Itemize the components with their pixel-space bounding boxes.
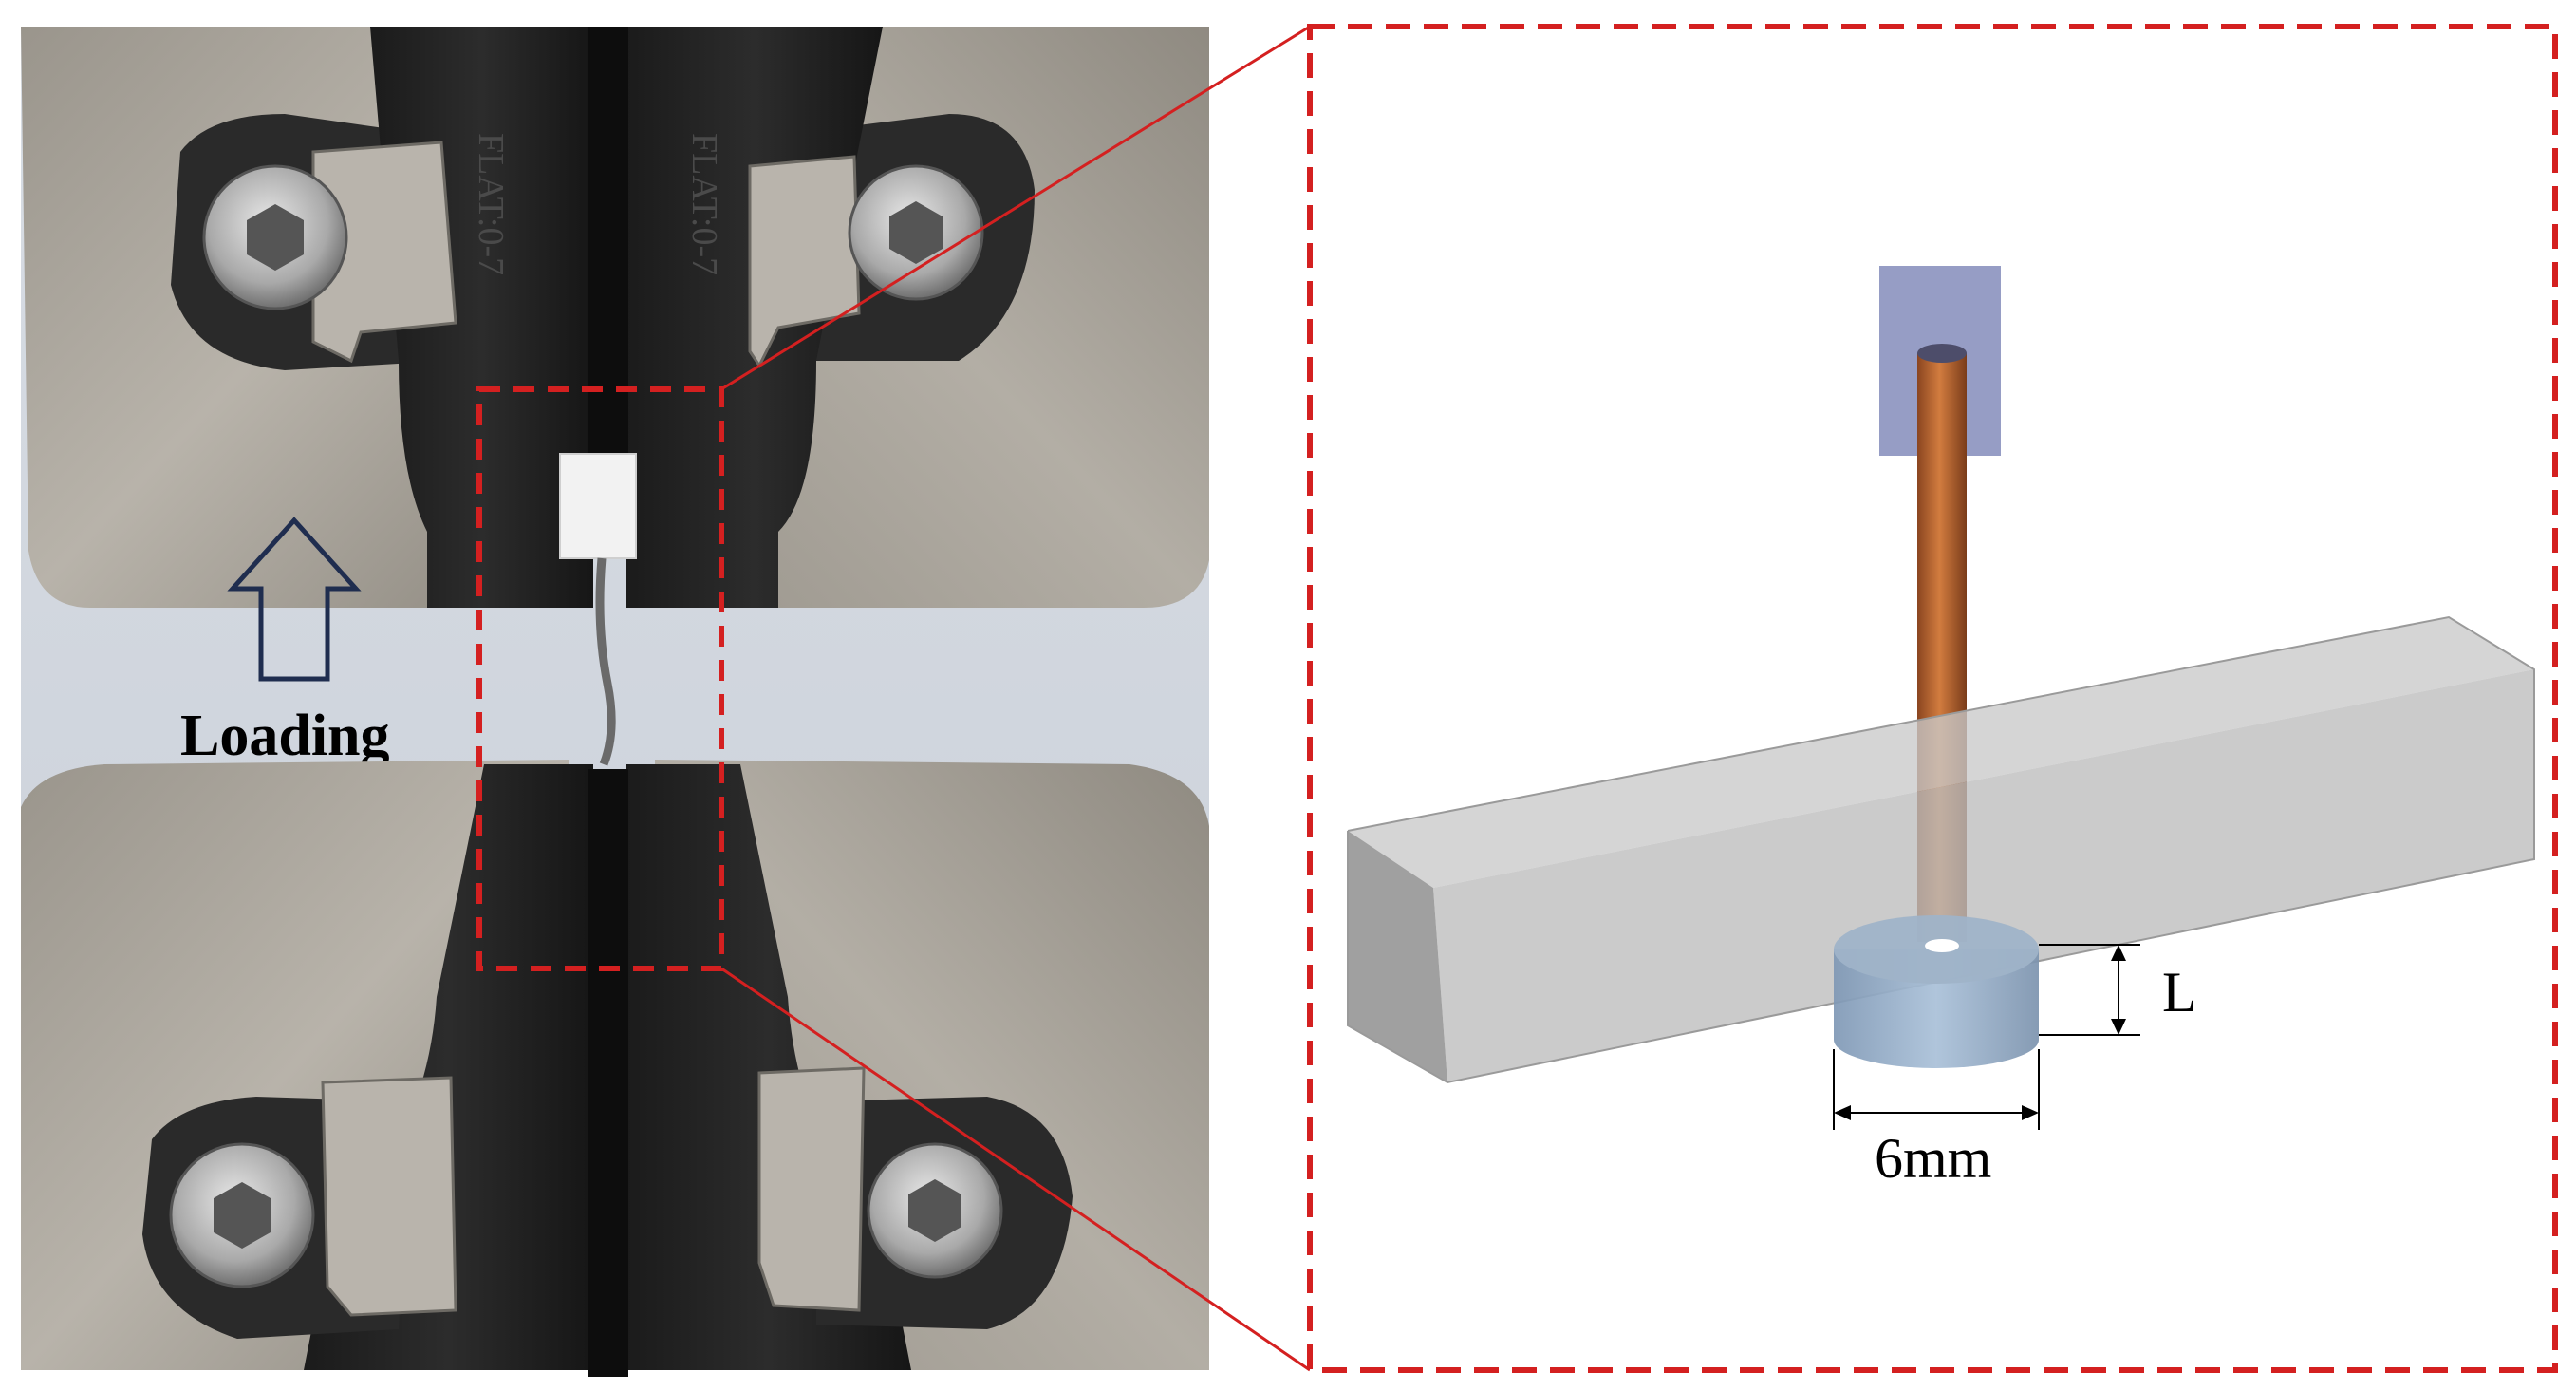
diameter-dimension: 6mm bbox=[1833, 1049, 2040, 1190]
test-photo: FLAT:0-7 FLAT:0-7 Loading bbox=[21, 27, 1209, 1377]
upper-left-bolt-hex bbox=[247, 204, 304, 271]
lower-jaw-slot bbox=[588, 769, 628, 1377]
droplet-fiber-hole bbox=[1925, 939, 1959, 952]
lower-right-clamp-plate bbox=[757, 1066, 866, 1312]
fiber-in-photo bbox=[595, 557, 616, 766]
lower-left-bolt-hex bbox=[214, 1182, 271, 1249]
diameter-label: 6mm bbox=[1875, 1127, 1991, 1190]
grip-marking-left: FLAT:0-7 bbox=[471, 133, 511, 275]
matrix-bar-edges bbox=[1347, 615, 2535, 1084]
diameter-arrow-left-icon bbox=[1834, 1105, 1851, 1120]
length-arrow-down-icon bbox=[2111, 1019, 2126, 1035]
matrix-bar-end-face bbox=[1348, 831, 1447, 1082]
fiber-top-end bbox=[1917, 344, 1967, 363]
upper-right-clamp-plate bbox=[748, 155, 861, 368]
loading-label: Loading bbox=[180, 704, 390, 768]
loading-indicator: Loading bbox=[180, 517, 390, 768]
length-arrow-up-icon bbox=[2111, 945, 2126, 961]
matrix-bar-front-face bbox=[1433, 669, 2534, 1082]
photo-highlight-box bbox=[476, 386, 724, 971]
matrix-bar bbox=[1347, 615, 2535, 1084]
length-label: L bbox=[2162, 961, 2197, 1024]
diameter-arrow-right-icon bbox=[2022, 1105, 2039, 1120]
lower-right-bolt-hex bbox=[908, 1179, 961, 1242]
upper-right-bolt-hex bbox=[889, 201, 943, 264]
length-dimension: L bbox=[2039, 944, 2197, 1036]
resin-droplet bbox=[1834, 915, 2039, 1068]
loading-arrow-icon bbox=[227, 517, 362, 682]
grip-marking-right: FLAT:0-7 bbox=[684, 133, 724, 275]
schematic-panel: L 6mm bbox=[1307, 24, 2558, 1373]
droplet-side bbox=[1834, 949, 2039, 1068]
lower-grip bbox=[21, 760, 1209, 1377]
connector-line-top bbox=[720, 25, 1311, 391]
connector-line-bottom bbox=[720, 967, 1311, 1372]
upper-left-clamp-plate bbox=[311, 141, 457, 364]
upper-grip: FLAT:0-7 FLAT:0-7 bbox=[21, 27, 1209, 608]
matrix-bar-top-face bbox=[1348, 617, 2534, 888]
specimen-tab bbox=[559, 453, 637, 559]
lower-left-clamp-plate bbox=[321, 1076, 457, 1317]
